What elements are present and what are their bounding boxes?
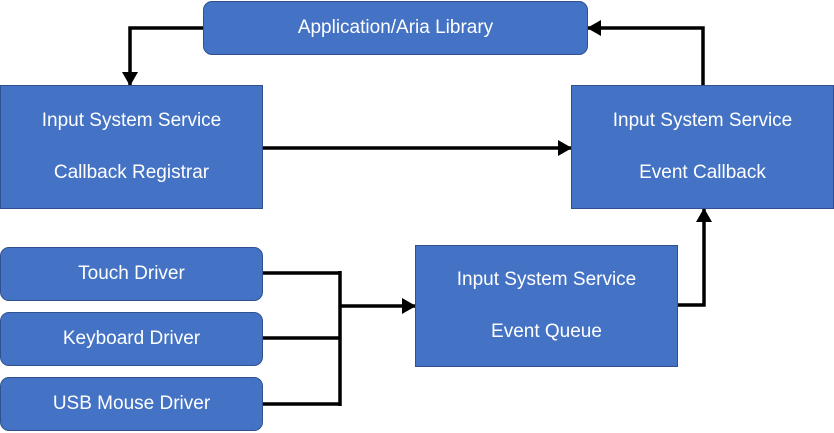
application-aria-library-box: Application/Aria Library [203, 1, 588, 55]
keyboard-driver-label: Keyboard Driver [62, 327, 201, 349]
touch-driver-box: Touch Driver [0, 247, 263, 301]
usb-mouse-driver-label: USB Mouse Driver [52, 392, 211, 414]
event-queue-box: Input System Service Event Queue [415, 245, 678, 367]
keyboard-driver-box: Keyboard Driver [0, 312, 263, 366]
arrow-callback-to-library [587, 20, 705, 85]
callback-registrar-box: Input System Service Callback Registrar [0, 85, 263, 209]
callback-registrar-line2: Callback Registrar [53, 161, 210, 183]
arrow-queue-to-callback [678, 208, 712, 307]
event-callback-line2: Event Callback [639, 161, 766, 183]
callback-registrar-line1: Input System Service [41, 109, 222, 131]
usb-mouse-driver-box: USB Mouse Driver [0, 377, 263, 431]
event-callback-box: Input System Service Event Callback [571, 85, 834, 209]
touch-driver-label: Touch Driver [78, 262, 185, 284]
application-aria-library-label: Application/Aria Library [297, 16, 494, 38]
event-queue-line1: Input System Service [456, 268, 637, 290]
event-callback-line1: Input System Service [612, 109, 793, 131]
event-queue-line2: Event Queue [491, 320, 602, 342]
arrow-library-to-registrar [122, 26, 203, 86]
